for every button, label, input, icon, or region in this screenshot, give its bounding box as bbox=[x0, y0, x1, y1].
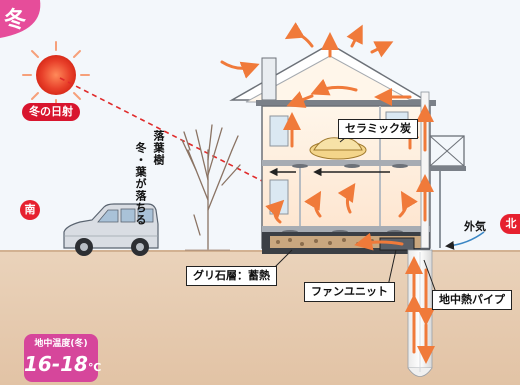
winter-sun-label: 冬の日射 bbox=[22, 103, 80, 121]
ground-temp-value: 16-18 bbox=[24, 352, 88, 376]
tree-icon bbox=[181, 124, 241, 251]
tree-note-label: 冬・葉が落ちる bbox=[134, 142, 147, 226]
sky-background bbox=[0, 0, 520, 252]
ground-temp-unit: ℃ bbox=[87, 361, 102, 374]
leader-fan bbox=[387, 249, 397, 287]
north-marker: 北 bbox=[500, 214, 520, 234]
sun-icon bbox=[22, 41, 90, 109]
outside-air-arrow bbox=[445, 231, 485, 250]
geothermal-pipe-icon bbox=[407, 249, 433, 377]
ground-temperature-box: 地中温度(冬) 16-18℃ bbox=[24, 334, 102, 382]
season-corner-shape bbox=[0, 0, 41, 38]
fan-unit-label: ファンユニット bbox=[304, 282, 395, 302]
gravel-layer-label: グリ石層：蓄熱 bbox=[186, 266, 277, 286]
vertical-duct bbox=[420, 91, 430, 249]
ground-temp-title: 地中温度(冬) bbox=[34, 339, 88, 349]
season-badge: 冬 bbox=[4, 8, 27, 33]
deciduous-tree-label: 落葉樹 bbox=[152, 130, 165, 166]
car-icon bbox=[63, 203, 159, 256]
south-marker: 南 bbox=[20, 200, 40, 220]
outside-air-label: 外気 bbox=[464, 220, 486, 233]
geothermal-pipe-label: 地中熱パイプ bbox=[432, 290, 512, 310]
ceramic-charcoal-label: セラミック炭 bbox=[338, 119, 418, 139]
